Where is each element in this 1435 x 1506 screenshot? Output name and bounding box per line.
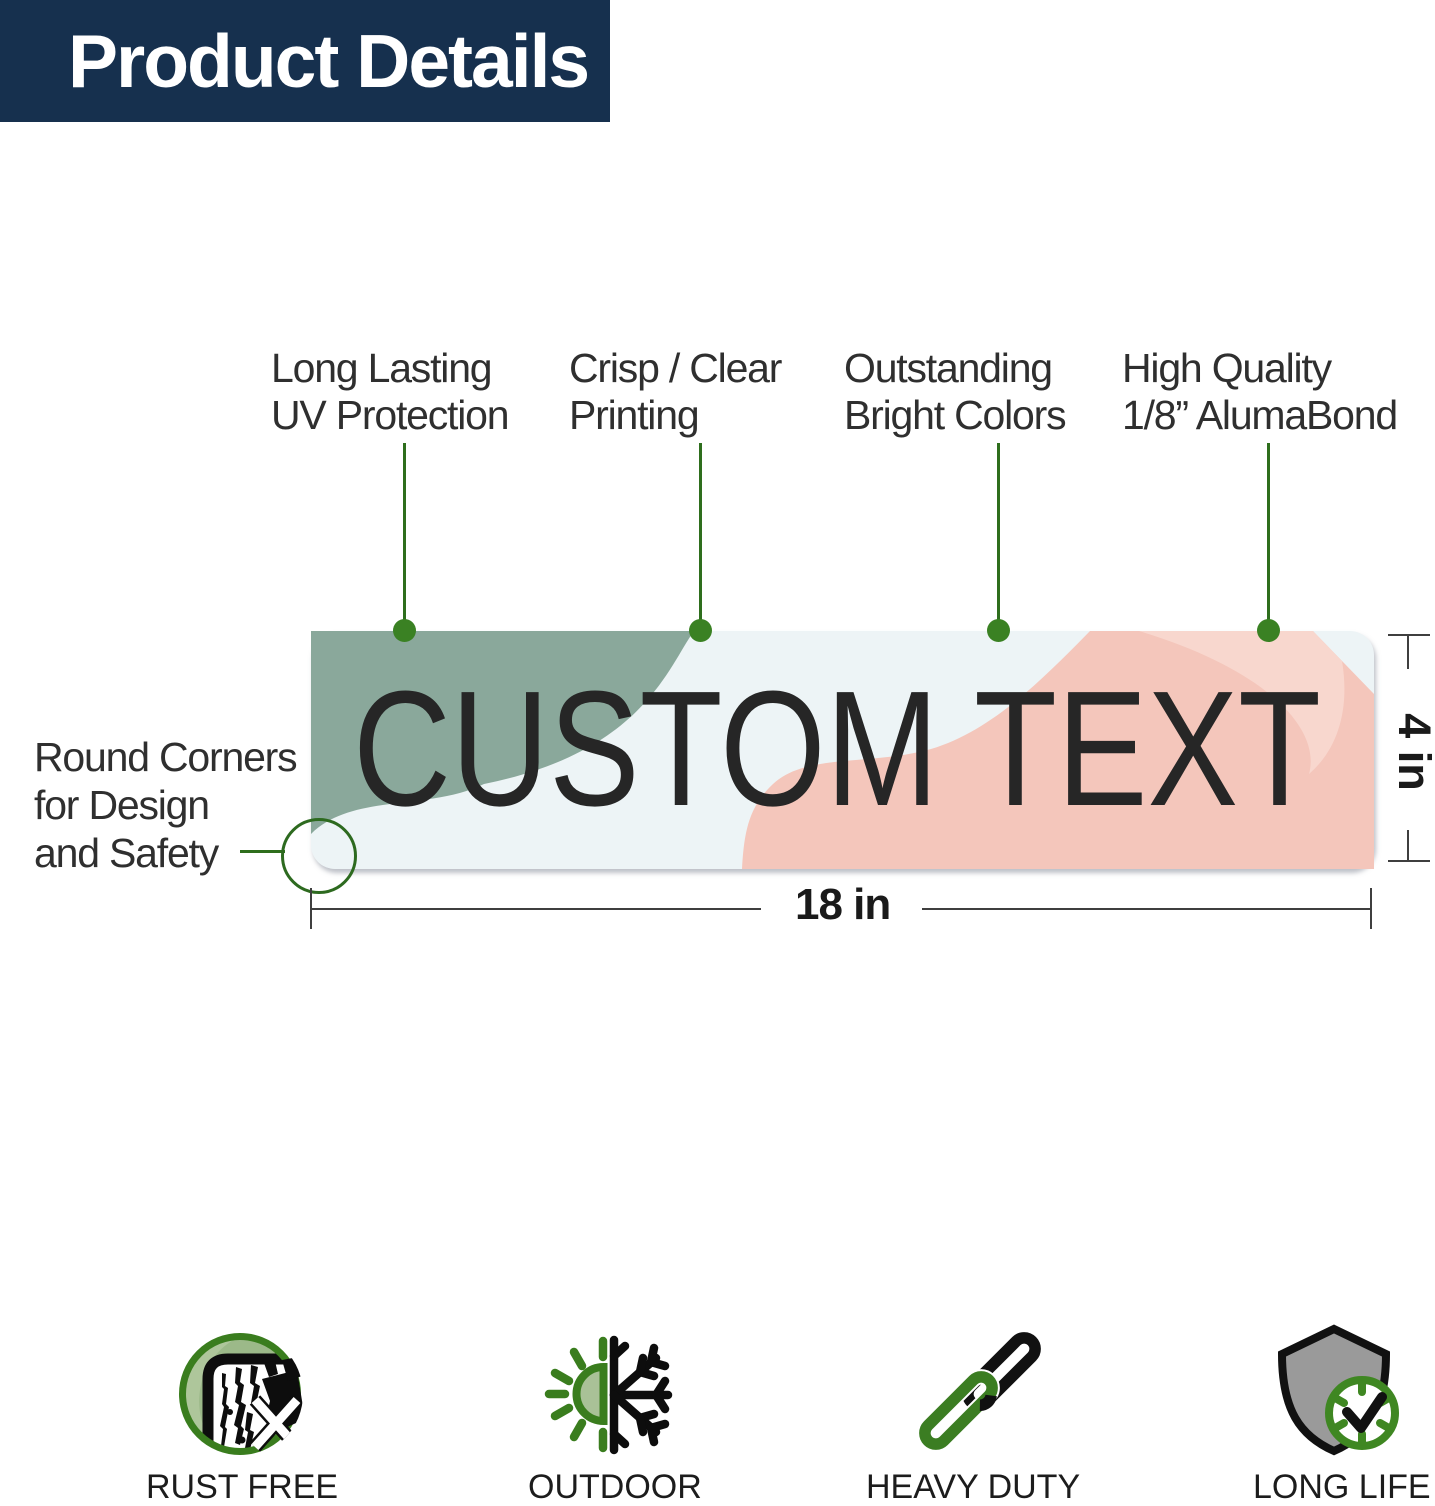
svg-text:CUSTOM TEXT: CUSTOM TEXT xyxy=(353,657,1321,840)
